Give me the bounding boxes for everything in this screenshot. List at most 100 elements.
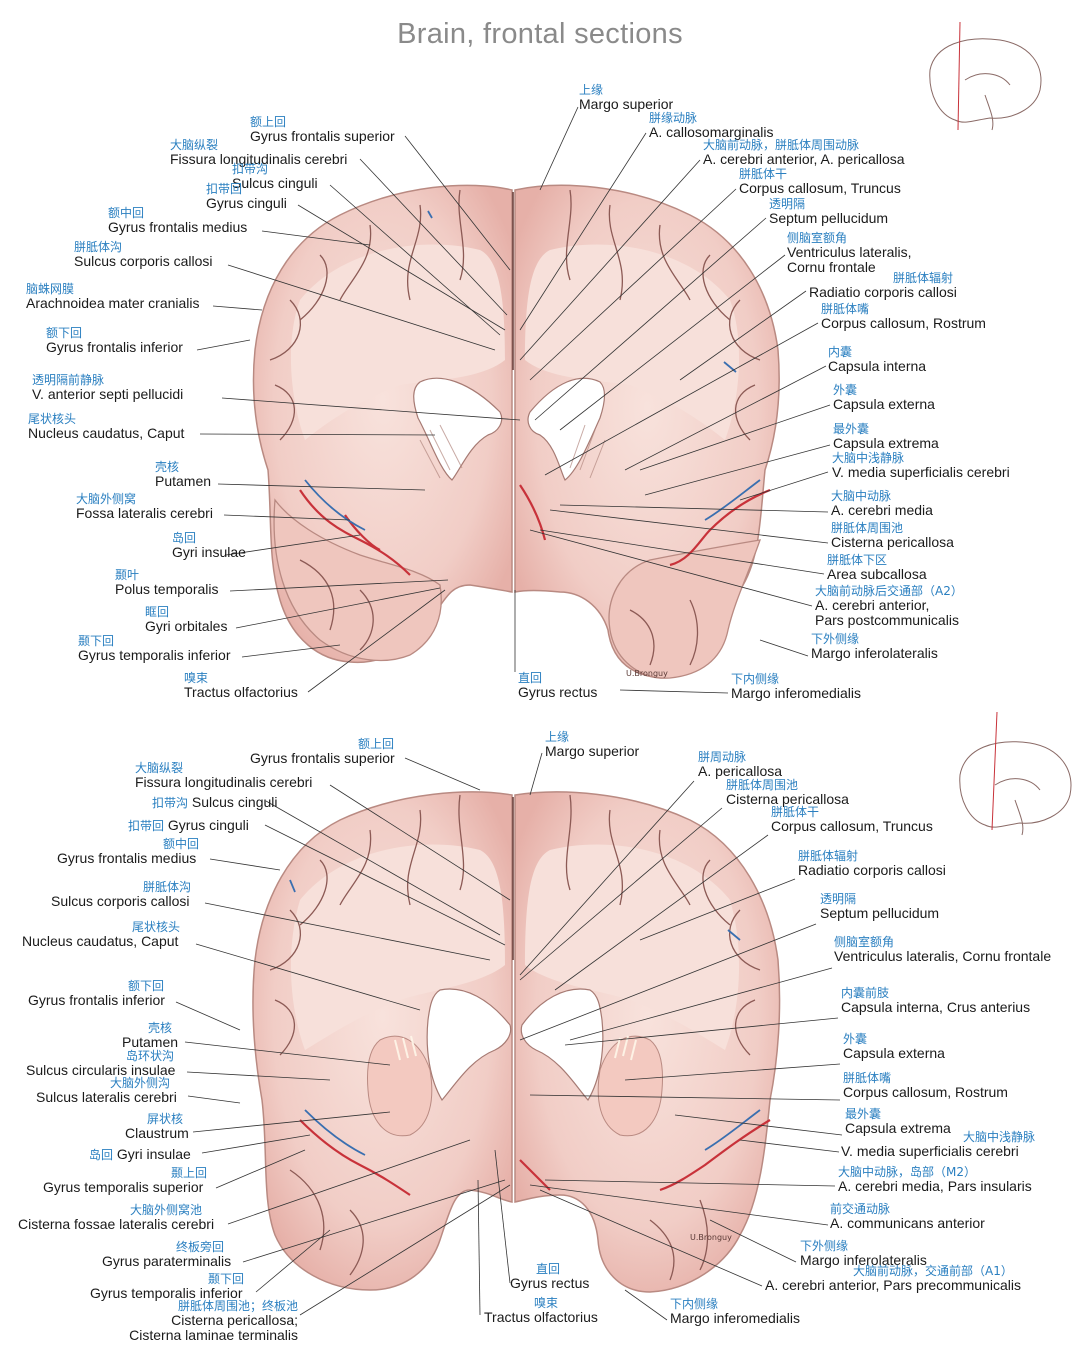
leader-line xyxy=(175,1001,241,1031)
lateral-ventricle-right-bottom xyxy=(520,988,604,1102)
leader-line xyxy=(644,444,831,496)
leader-line xyxy=(186,1071,331,1081)
leader-line xyxy=(539,529,825,575)
right-temporal-lobe-top xyxy=(608,539,761,679)
leader-lines xyxy=(175,106,843,1321)
leader-line xyxy=(221,397,521,421)
leader-line xyxy=(209,858,281,871)
leader-line xyxy=(227,1139,471,1225)
svg-text:U.Bronguy: U.Bronguy xyxy=(626,669,668,678)
leader-line xyxy=(564,1017,839,1046)
orientation-thumbnail-bottom xyxy=(959,711,1072,836)
leader-line xyxy=(559,504,829,513)
leader-line xyxy=(255,1229,331,1293)
leader-line xyxy=(674,1114,843,1136)
leader-line xyxy=(195,943,421,1011)
leader-line xyxy=(529,188,737,381)
leader-line xyxy=(519,132,647,331)
lateral-ventricle-left-bottom xyxy=(426,988,512,1102)
leader-line xyxy=(639,878,796,941)
leader-line xyxy=(215,1149,306,1189)
leader-line xyxy=(534,217,767,421)
leader-line xyxy=(544,322,819,476)
leader-line xyxy=(265,800,501,936)
leader-line xyxy=(519,807,723,981)
leader-line xyxy=(223,514,351,521)
leader-line xyxy=(559,254,786,431)
label-bot-a-cerebri-media-m2: 大脑中动脉，岛部（M2）A. cerebri media, Pars insul… xyxy=(838,1165,1032,1194)
leader-line xyxy=(539,1189,763,1287)
leader-line xyxy=(477,1179,481,1316)
leader-line xyxy=(709,1219,797,1263)
leader-line xyxy=(624,1063,841,1081)
leader-line xyxy=(679,290,807,381)
leader-line xyxy=(539,106,579,191)
leader-line xyxy=(227,264,496,351)
leader-line xyxy=(624,1289,668,1321)
leader-line xyxy=(201,1134,311,1154)
leader-line xyxy=(549,509,829,544)
leader-line xyxy=(225,534,361,556)
leader-line xyxy=(494,1149,511,1284)
left-temporal-lobe-top xyxy=(273,498,442,662)
leader-line xyxy=(569,967,833,1041)
leader-line xyxy=(359,158,508,316)
leader-line xyxy=(199,433,436,436)
plate-title: Brain, frontal sections xyxy=(397,18,683,50)
orientation-thumbnail-top xyxy=(929,21,1042,131)
leader-line xyxy=(529,529,813,607)
label-bot-gyri-insulae: 岛回 Gyri insulae xyxy=(89,1146,191,1163)
leader-line xyxy=(759,639,809,657)
leader-line xyxy=(241,644,341,658)
leader-line xyxy=(404,135,511,271)
leader-line xyxy=(229,579,449,592)
lateral-ventricle-right-top xyxy=(527,377,606,481)
